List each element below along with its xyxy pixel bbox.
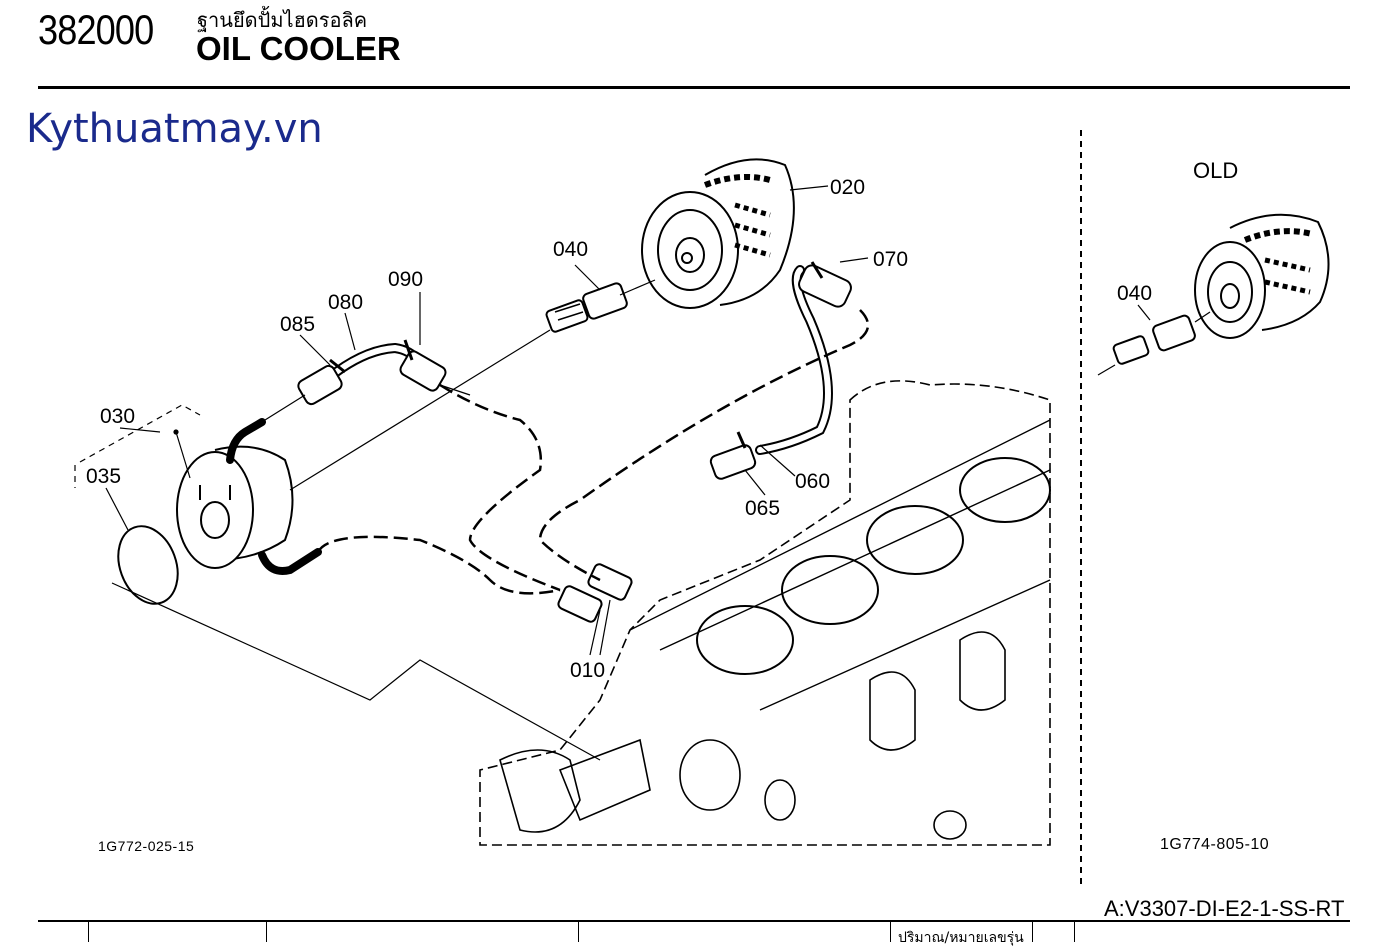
page-code: 382000 xyxy=(38,6,154,53)
o-ring-035 xyxy=(117,525,179,605)
callout-070: 070 xyxy=(873,248,908,271)
figure-id-left: 1G772-025-15 xyxy=(98,838,195,854)
callout-065: 065 xyxy=(745,497,780,520)
footer-column-divider xyxy=(266,922,267,942)
page-title-thai: ฐานยึดปั้มไฮดรอลิค xyxy=(197,8,368,32)
fittings-010 xyxy=(557,563,633,623)
callout-040: 040 xyxy=(553,238,588,261)
callout-085: 085 xyxy=(280,313,315,336)
footer-table-top xyxy=(38,920,1350,922)
callout-040-old: 040 xyxy=(1117,282,1152,305)
footer-column-divider xyxy=(1032,922,1033,942)
old-nipple-040 xyxy=(1097,304,1211,376)
callout-035: 035 xyxy=(86,465,121,488)
engine-block xyxy=(479,380,1051,846)
footer-column-divider xyxy=(890,922,891,942)
old-section-label: OLD xyxy=(1193,158,1239,183)
hose-060 xyxy=(709,261,852,480)
footer-column-divider xyxy=(578,922,579,942)
old-oil-filter xyxy=(1194,213,1330,339)
footer-column-divider xyxy=(88,922,89,942)
footer-column-divider xyxy=(1074,922,1075,942)
model-code: A:V3307-DI-E2-1-SS-RT xyxy=(1104,896,1345,921)
oil-cooler-030 xyxy=(176,418,322,575)
callout-010: 010 xyxy=(570,659,605,682)
nipple-040 xyxy=(545,282,628,333)
footer-qty-header: ปริมาณ/หมายเลขรุ่น xyxy=(898,930,1024,946)
figure-id-right: 1G774-805-10 xyxy=(1160,836,1270,853)
watermark: Kythuatmay.vn xyxy=(26,106,323,152)
callout-030: 030 xyxy=(100,405,135,428)
oil-filter-020 xyxy=(641,158,795,309)
hose-080 xyxy=(297,339,447,406)
leader-lines xyxy=(74,185,869,761)
header-divider xyxy=(38,86,1350,89)
callout-060: 060 xyxy=(795,470,830,493)
callout-090: 090 xyxy=(388,268,423,291)
callout-080: 080 xyxy=(328,291,363,314)
page-title: OIL COOLER xyxy=(196,30,401,67)
routing-lines xyxy=(316,309,870,595)
callout-020: 020 xyxy=(830,176,865,199)
